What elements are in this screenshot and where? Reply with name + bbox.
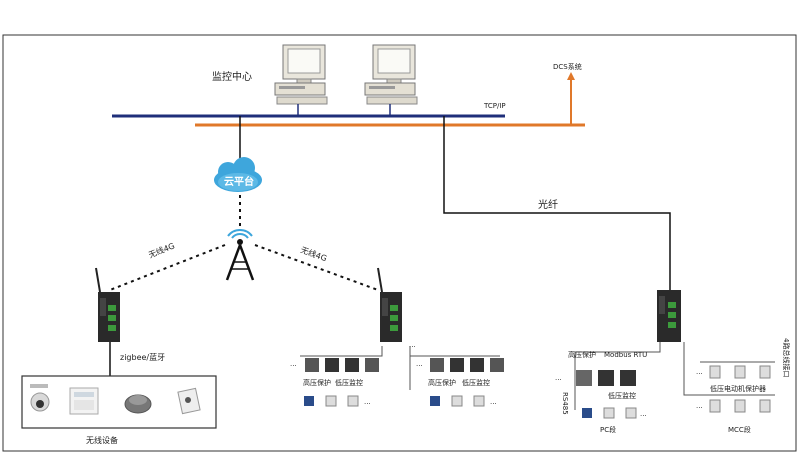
meter-row: [304, 395, 359, 407]
motor-protector-row: [709, 399, 771, 413]
fiber-line: [443, 116, 671, 290]
svg-text:...: ...: [555, 374, 562, 382]
meter-row: [582, 407, 637, 419]
svg-text:...: ...: [696, 368, 703, 376]
cloud-label: 云平台: [224, 175, 254, 188]
tcpip-label: TCP/IP: [483, 102, 506, 110]
mcc-segment-label: MCC段: [728, 425, 751, 434]
fiber-label: 光纤: [538, 198, 558, 211]
hv-protect-1-label: 高压保护: [303, 378, 331, 387]
camera-icon: [30, 384, 50, 412]
lv-monitor-2-label: 低压监控: [462, 378, 490, 387]
gateway-icon: [95, 267, 120, 342]
lv-motor-protector-label: 低压电动机保护器: [710, 384, 766, 393]
svg-text:...: ...: [290, 360, 297, 368]
pc-segment-label: PC段: [600, 425, 616, 434]
bus-4-label: 4路总线接口: [782, 338, 791, 377]
cloud-icon: [214, 157, 262, 192]
svg-text:...: ...: [696, 402, 703, 410]
wireless-right-label: 无线4G: [299, 244, 328, 263]
hv-protect-2-label: 高压保护: [428, 378, 456, 387]
svg-text:...: ...: [490, 398, 497, 406]
modbus-rtu-label: Modbus RTU: [604, 351, 647, 359]
monitor-center-label: 监控中心: [212, 70, 252, 83]
diagram-frame: [2, 34, 797, 452]
lv-monitor-3-label: 低压监控: [608, 391, 636, 400]
workstation-icon: [364, 44, 418, 105]
lv-monitor-1-label: 低压监控: [335, 378, 363, 387]
relay-cluster: [305, 358, 379, 372]
wireless-devices-label: 无线设备: [86, 435, 118, 445]
gateway-icon: [377, 267, 402, 342]
smoke-detector-icon: [124, 394, 152, 414]
dcs-arrow-icon: [567, 72, 575, 80]
svg-text:...: ...: [640, 410, 647, 418]
dcs-label: DCS系统: [553, 62, 582, 71]
hv-protect-3-label: 高压保护: [568, 350, 596, 359]
workstation-icon: [274, 44, 328, 105]
meter-row: [430, 395, 485, 407]
relay-cluster: [576, 370, 636, 386]
motor-protector-row: [709, 365, 771, 379]
zigbee-label: zigbee/蓝牙: [120, 352, 165, 362]
keypad-icon: [69, 387, 99, 415]
svg-text:...: ...: [416, 360, 423, 368]
sensor-icon: [177, 387, 201, 415]
cell-tower-icon: [225, 229, 255, 281]
svg-text:...: ...: [409, 341, 416, 349]
rs485-label: RS485: [561, 392, 569, 415]
relay-cluster: [430, 358, 504, 372]
wireless-right-dashed-line: [254, 244, 379, 291]
svg-text:...: ...: [364, 398, 371, 406]
wireless-left-label: 无线4G: [147, 240, 176, 259]
gateway-icon: [657, 290, 681, 342]
